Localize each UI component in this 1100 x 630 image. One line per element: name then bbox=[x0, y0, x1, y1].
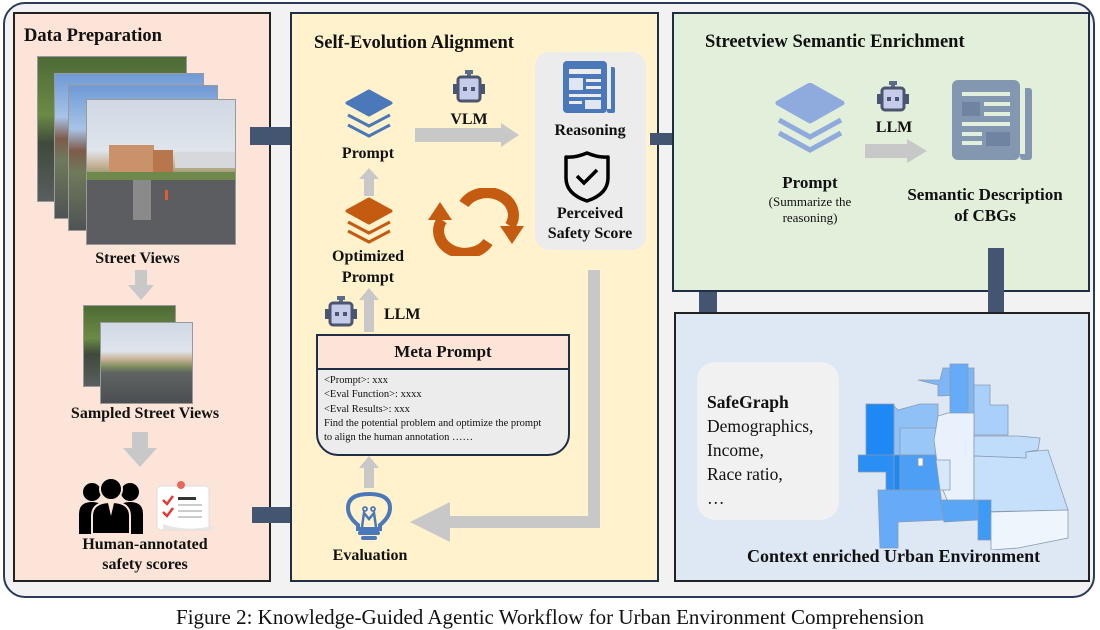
summary-prompt-label: Prompt bbox=[782, 173, 838, 192]
cbg-choropleth-map bbox=[858, 363, 1069, 550]
lightbulb-icon bbox=[345, 491, 393, 540]
perceived-label-line1: Perceived bbox=[556, 205, 624, 222]
down-arrow bbox=[128, 270, 154, 300]
cbg-region bbox=[865, 403, 895, 457]
cbg-region bbox=[977, 499, 992, 541]
sampled-street-views-label: Sampled Street Views bbox=[70, 405, 220, 422]
cbg-region bbox=[899, 427, 937, 456]
summary-prompt-layers-icon bbox=[775, 83, 845, 153]
streetview-enrichment-title: Streetview Semantic Enrichment bbox=[705, 32, 965, 52]
evaluation-label: Evaluation bbox=[332, 547, 408, 564]
meta-prompt-title: Meta Prompt bbox=[318, 336, 568, 370]
prompt-to-reasoning-arrow bbox=[415, 123, 519, 147]
cbg-region bbox=[949, 363, 969, 416]
sampled-view-photo bbox=[100, 322, 193, 404]
summary-prompt-sub-line1: (Summarize the bbox=[768, 194, 852, 209]
optimized-label-line2: Prompt bbox=[341, 269, 395, 286]
meta-to-optimized-arrow bbox=[359, 288, 379, 332]
human-annotated-label-line1: Human-annotated bbox=[82, 536, 208, 553]
parking-garage-scene bbox=[87, 145, 235, 244]
llm-robot-icon bbox=[325, 296, 357, 327]
context-enriched-title: Context enriched Urban Environment bbox=[747, 546, 1041, 566]
cbg-region bbox=[935, 459, 951, 491]
safegraph-item: Demographics, bbox=[707, 416, 814, 436]
self-evolution-title: Self-Evolution Alignment bbox=[314, 33, 514, 53]
semantic-description-document-icon bbox=[952, 80, 1032, 160]
figure-caption: Figure 2: Knowledge-Guided Agentic Workf… bbox=[176, 605, 924, 629]
optimized-prompt-layers-icon bbox=[345, 197, 393, 244]
semantic-description-label-line1: Semantic Description bbox=[907, 185, 1063, 204]
meta-prompt-line: <Eval Function>: xxxx bbox=[324, 389, 422, 401]
meta-prompt-line: <Prompt>: xxx bbox=[324, 375, 389, 386]
shield-check-icon bbox=[564, 151, 610, 203]
prompt-layers-icon bbox=[345, 89, 393, 138]
vlm-label: VLM bbox=[450, 111, 488, 128]
down-arrow bbox=[123, 432, 157, 467]
cbg-region bbox=[990, 509, 1069, 550]
cbg-region bbox=[893, 454, 901, 491]
data-preparation-panel: Data Preparation Street Views Sampled St… bbox=[13, 12, 271, 582]
cbg-region bbox=[967, 367, 975, 416]
checklist-icon bbox=[156, 481, 213, 531]
cbg-region bbox=[917, 457, 924, 467]
score-to-evaluation-arrow bbox=[410, 270, 600, 542]
cbg-region bbox=[858, 454, 895, 491]
data-preparation-title: Data Preparation bbox=[24, 26, 162, 46]
street-views-label: Street Views bbox=[95, 250, 180, 267]
optimized-label-line1: Optimized bbox=[332, 248, 404, 265]
enrichment-llm-robot-icon bbox=[877, 81, 909, 112]
safegraph-item: … bbox=[707, 488, 725, 508]
perceived-label-line2: Safety Score bbox=[547, 225, 633, 242]
optimized-to-prompt-arrow bbox=[359, 168, 379, 196]
prompt-label: Prompt bbox=[341, 145, 395, 162]
reasoning-label: Reasoning bbox=[554, 122, 626, 139]
cbg-region bbox=[973, 384, 1009, 436]
meta-prompt-card: Meta Prompt <Prompt>: xxx <Eval Function… bbox=[316, 334, 570, 456]
cbg-region bbox=[939, 499, 979, 523]
enrichment-llm-label: LLM bbox=[875, 119, 913, 136]
cbg-region bbox=[877, 489, 945, 549]
safegraph-box: SafeGraph Demographics, Income, Race rat… bbox=[697, 362, 839, 520]
prompt-to-description-arrow bbox=[865, 139, 927, 163]
meta-prompt-line: to align the human annotation …… bbox=[324, 432, 474, 444]
street-view-photo bbox=[86, 99, 236, 245]
llm-label: LLM bbox=[384, 306, 421, 323]
meta-prompt-line: Find the potential problem and optimize … bbox=[324, 417, 542, 429]
summary-prompt-sub-line2: reasoning) bbox=[782, 210, 838, 225]
human-annotated-label-line2: safety scores bbox=[102, 556, 188, 573]
evaluation-to-meta-arrow bbox=[359, 456, 379, 488]
meta-prompt-body: <Prompt>: xxx <Eval Function>: xxxx <Eva… bbox=[318, 370, 568, 449]
semantic-description-label-line2: of CBGs bbox=[954, 206, 1016, 225]
meta-prompt-line: <Eval Results>: xxx bbox=[324, 403, 410, 415]
safegraph-heading: SafeGraph bbox=[707, 392, 789, 412]
safegraph-item: Race ratio, bbox=[707, 464, 783, 484]
people-group-icon bbox=[79, 478, 143, 534]
iteration-cycle-icon bbox=[428, 188, 524, 256]
reasoning-document-icon bbox=[563, 61, 615, 113]
vlm-robot-icon bbox=[453, 70, 485, 103]
safegraph-item: Income, bbox=[707, 440, 764, 460]
